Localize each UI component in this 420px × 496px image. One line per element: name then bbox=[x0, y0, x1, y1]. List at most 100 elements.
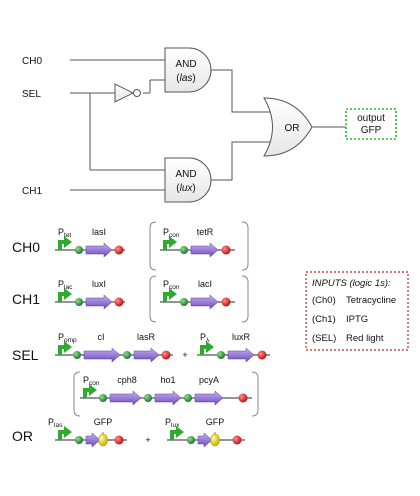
gene-label: GFP bbox=[94, 417, 113, 427]
terminator-icon bbox=[257, 350, 267, 360]
rbs-icon bbox=[99, 394, 107, 402]
and-top-out-wire bbox=[211, 69, 276, 113]
rbs-icon bbox=[123, 351, 131, 359]
gene-label: cI bbox=[97, 332, 104, 342]
terminator-icon bbox=[114, 245, 124, 255]
promoter-icon bbox=[163, 288, 177, 302]
legend-value: Tetracycline bbox=[346, 295, 396, 306]
legend-value: Red light bbox=[346, 333, 384, 344]
promoter-letter: P bbox=[163, 279, 169, 289]
promoter-subscript: lux bbox=[171, 422, 180, 429]
and-top-sublabel-text: las bbox=[180, 73, 193, 84]
gene-arrow-icon bbox=[85, 294, 113, 310]
rbs-sites bbox=[73, 246, 225, 444]
terminator-icon bbox=[221, 245, 231, 255]
and-top-sublabel: (las) bbox=[176, 73, 195, 84]
terminator-icon bbox=[114, 435, 124, 445]
input-sel-label: SEL bbox=[22, 89, 41, 100]
not-gate bbox=[114, 83, 141, 103]
or-gate bbox=[263, 97, 313, 157]
promoter-letter: P bbox=[58, 279, 64, 289]
terminators bbox=[114, 245, 267, 445]
promoter-label: Pcon bbox=[163, 279, 180, 291]
genes bbox=[83, 242, 255, 448]
promoter-icon bbox=[170, 426, 184, 440]
legend-title: INPUTS (logic 1s): bbox=[312, 278, 391, 289]
and-gate-bottom bbox=[164, 157, 212, 203]
promoter-icon bbox=[58, 236, 72, 250]
row-label-ch0: CH0 bbox=[12, 239, 40, 255]
and-bottom-sublabel-text: lux bbox=[180, 183, 194, 194]
rbs-icon bbox=[75, 298, 83, 306]
rbs-icon bbox=[75, 246, 83, 254]
promoter-letter: P bbox=[48, 417, 54, 427]
rbs-icon bbox=[180, 298, 188, 306]
output-label-line2: GFP bbox=[361, 125, 382, 136]
gene-arrow-icon bbox=[194, 390, 224, 406]
and-bottom-label: AND bbox=[175, 169, 196, 180]
promoter-letter: P bbox=[163, 227, 169, 237]
bracket-ch0-left bbox=[149, 221, 157, 271]
promoter-letter: P bbox=[83, 375, 89, 385]
gene-arrow-icon bbox=[190, 242, 219, 258]
gene-arrow-icon bbox=[197, 432, 213, 448]
gene-label: lasI bbox=[92, 227, 106, 237]
promoter-icon bbox=[163, 236, 177, 250]
gene-arrow-icon bbox=[85, 432, 101, 448]
rbs-icon bbox=[187, 436, 195, 444]
promoter-label: Pλ bbox=[200, 332, 210, 344]
logic-diagram bbox=[70, 59, 346, 191]
promoter-label: Plas bbox=[48, 417, 63, 429]
legend-key: (SEL) bbox=[312, 333, 336, 344]
gene-label: lasR bbox=[137, 332, 156, 342]
terminator-icon bbox=[114, 297, 124, 307]
promoter-subscript: omp bbox=[64, 337, 77, 344]
terminator-icon bbox=[232, 435, 242, 445]
promoter-subscript: con bbox=[169, 232, 180, 239]
legend-key: (Ch0) bbox=[312, 295, 336, 306]
promoter-subscript: tet bbox=[64, 232, 71, 239]
and-bottom-sublabel: (lux) bbox=[176, 183, 195, 194]
gene-arrow-icon bbox=[85, 242, 113, 258]
gene-arrow-icon bbox=[227, 347, 255, 363]
rbs-icon bbox=[73, 351, 81, 359]
bracket-ch1-left bbox=[149, 275, 157, 323]
bracket-sel3-left bbox=[73, 371, 81, 417]
promoter-letter: P bbox=[58, 227, 64, 237]
and-bottom-out-wire bbox=[211, 141, 276, 181]
inputs-legend-box bbox=[305, 271, 409, 351]
gene-label: pcyA bbox=[199, 375, 219, 385]
gene-label: lacI bbox=[198, 279, 212, 289]
promoter-label: Ptet bbox=[58, 227, 71, 239]
promoter-letter: P bbox=[165, 417, 171, 427]
promoter-label: Plac bbox=[58, 279, 73, 291]
promoter-icon bbox=[83, 384, 97, 398]
output-label-line1: output bbox=[357, 113, 385, 124]
gene-label: tetR bbox=[197, 227, 214, 237]
gene-label: GFP bbox=[206, 417, 225, 427]
promoter-icon bbox=[58, 426, 72, 440]
gene-label: luxR bbox=[232, 332, 251, 342]
not-bubble bbox=[133, 89, 141, 97]
input-ch0-label: CH0 bbox=[22, 56, 42, 67]
gfp-icon bbox=[98, 433, 108, 447]
gene-arrow-icon bbox=[109, 390, 142, 406]
bracket-sel3-right bbox=[251, 371, 259, 417]
legend-key: (Ch1) bbox=[312, 314, 336, 325]
promoters bbox=[58, 236, 214, 440]
rbs-icon bbox=[75, 436, 83, 444]
promoter-label: Pcon bbox=[83, 375, 100, 387]
brackets bbox=[73, 221, 259, 417]
promoter-icon bbox=[58, 288, 72, 302]
row-label-ch1: CH1 bbox=[12, 291, 40, 307]
terminator-icon bbox=[238, 393, 248, 403]
promoter-subscript: con bbox=[89, 380, 100, 387]
input-ch1-label: CH1 bbox=[22, 186, 42, 197]
bracket-ch0-right bbox=[241, 221, 249, 271]
and-gate-top bbox=[164, 47, 212, 93]
or-gate-label: OR bbox=[285, 123, 300, 134]
promoter-subscript: las bbox=[54, 422, 63, 429]
rbs-icon bbox=[180, 246, 188, 254]
